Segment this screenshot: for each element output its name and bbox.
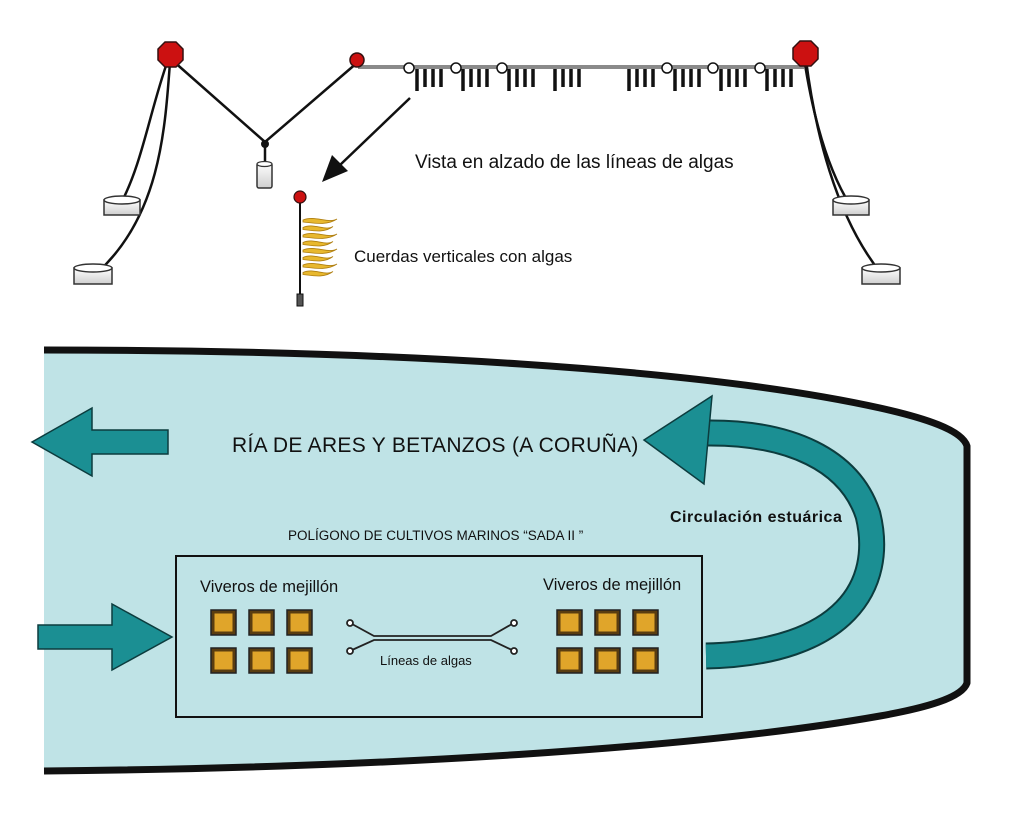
seaweed-lines-label: Líneas de algas bbox=[380, 653, 472, 668]
estuarine-circulation-label: Circulación estuárica bbox=[670, 509, 842, 526]
anchor-weight-right-lower bbox=[861, 263, 901, 285]
inflow-arrow bbox=[37, 602, 174, 672]
elevation-view: Vista en alzado de las líneas de algas C… bbox=[73, 40, 901, 307]
seaweed-blade bbox=[302, 255, 334, 262]
seaweed-blades bbox=[302, 218, 338, 277]
anchor-weight-left-lower bbox=[73, 263, 113, 285]
seaweed-blade bbox=[302, 270, 334, 277]
seaweed-blade bbox=[302, 248, 338, 254]
vertical-rope-detail bbox=[293, 190, 338, 307]
longline-floats bbox=[403, 62, 766, 74]
polygon-title: POLÍGONO DE CULTIVOS MARINOS “SADA II ” bbox=[288, 528, 583, 543]
detail-pointer-arrow bbox=[322, 97, 411, 182]
mussel-farms-right-label: Viveros de mejillón bbox=[543, 576, 681, 594]
mussel-rafts-right bbox=[556, 609, 659, 674]
ria-water bbox=[44, 350, 967, 771]
seaweed-blade bbox=[302, 225, 334, 232]
anchor-weight-left-upper bbox=[103, 195, 141, 216]
rope-weight bbox=[296, 293, 304, 307]
ria-shoreline bbox=[43, 346, 971, 775]
junction-ring bbox=[261, 140, 269, 148]
ria-plan-view: RÍA DE ARES Y BETANZOS (A CORUÑA) Circul… bbox=[30, 346, 971, 775]
hanging-ropes-left bbox=[415, 69, 581, 91]
culture-polygon-box bbox=[175, 555, 703, 718]
seaweed-blade bbox=[302, 233, 338, 239]
line-end-buoy bbox=[349, 52, 365, 68]
right-anchor-lines bbox=[802, 57, 881, 273]
hanging-ropes-right bbox=[627, 69, 793, 91]
estuarine-circulation-arrow bbox=[642, 394, 886, 670]
ria-name-label: RÍA DE ARES Y BETANZOS (A CORUÑA) bbox=[232, 433, 639, 457]
elevation-view-label: Vista en alzado de las líneas de algas bbox=[415, 152, 734, 173]
seaweed-blade bbox=[302, 263, 338, 269]
mussel-rafts-left bbox=[210, 609, 313, 674]
vertical-ropes-label: Cuerdas verticales con algas bbox=[354, 247, 572, 266]
left-anchor-lines bbox=[97, 59, 359, 273]
anchor-weight-right-upper bbox=[832, 195, 870, 216]
left-corner-buoy bbox=[157, 41, 184, 68]
seaweed-blade bbox=[302, 218, 338, 224]
seaweed-lines-symbol bbox=[346, 619, 518, 655]
anchor-weights bbox=[73, 195, 901, 285]
rope-buoy bbox=[293, 190, 307, 204]
seaweed-blade bbox=[302, 240, 334, 247]
outflow-arrow bbox=[30, 406, 169, 478]
mussel-farms-left-label: Viveros de mejillón bbox=[200, 578, 338, 596]
right-corner-buoy bbox=[792, 40, 819, 67]
